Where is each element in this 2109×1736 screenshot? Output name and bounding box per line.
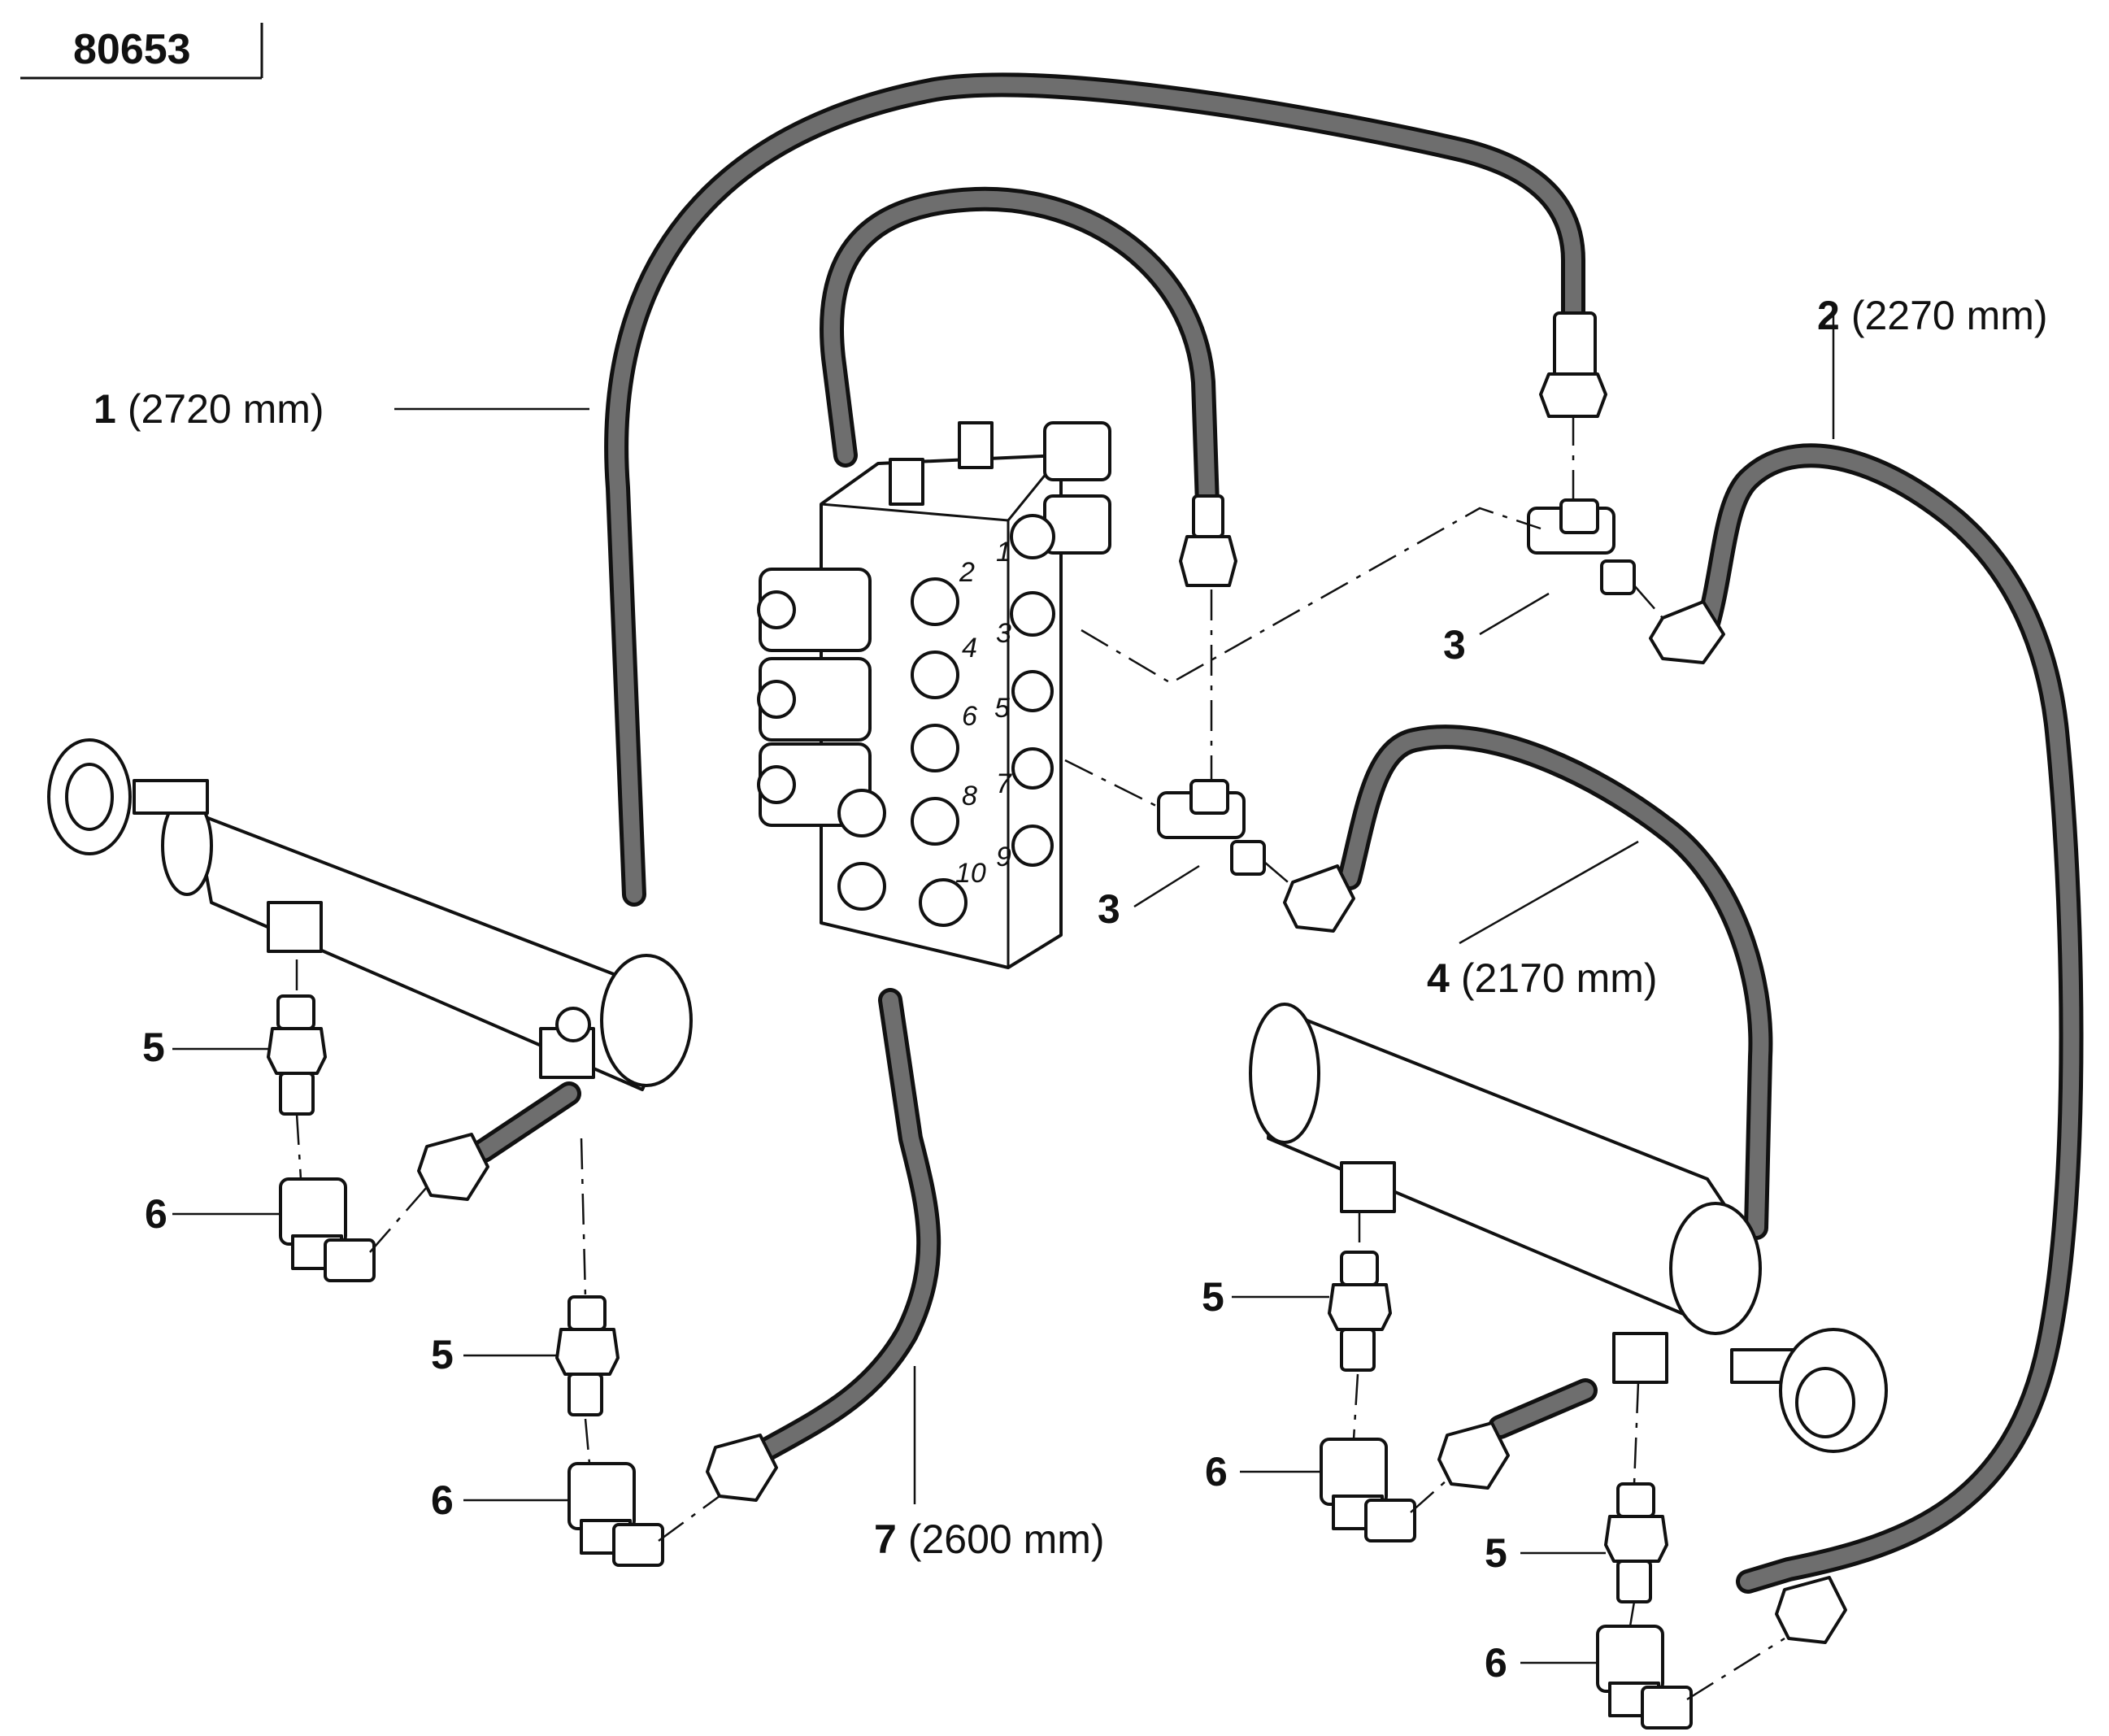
callout-4: 4(2170 mm) [1427,955,1658,1001]
port-label-7: 7 [996,768,1012,799]
assembly-lines [295,415,1785,1701]
callout-6-c: 6 [1205,1449,1228,1495]
callout-2: 2(2270 mm) [1817,293,2048,338]
hose-2 [1695,443,2084,1594]
adapter-5d [1604,1482,1668,1603]
callout-3-lower: 3 [1098,886,1120,932]
elbow-6b [567,1462,664,1567]
elbow-6a [279,1177,376,1282]
port-label-1: 1 [996,537,1011,568]
hose-4 [1337,724,1773,1240]
cylinder-right [1249,1003,1888,1453]
adapter-5c [1328,1251,1392,1372]
drawing-number-box: 80653 [20,23,263,80]
callout-6-d: 6 [1485,1640,1507,1686]
valve-block: 1 2 3 4 5 6 7 8 9 10 [757,421,1111,969]
hose-end-fittings [417,311,1847,1644]
elbow-6c [1320,1438,1416,1542]
port-label-4: 4 [962,633,977,664]
hose-short-right [1488,1378,1598,1439]
port-label-8: 8 [962,781,977,811]
leader-lines [172,311,1835,1664]
elbow-6d [1596,1625,1693,1729]
cylinder-left [47,738,693,1091]
port-label-9: 9 [996,842,1011,872]
callout-5-c: 5 [1202,1274,1224,1320]
adapter-5b [555,1295,620,1416]
port-label-2: 2 [959,557,975,588]
callout-3-upper: 3 [1443,622,1466,668]
port-label-10: 10 [955,858,986,889]
callout-6-b: 6 [431,1477,454,1523]
hose-1 [604,72,1585,907]
tee-fitting-upper [1527,498,1636,595]
port-label-6: 6 [962,701,977,732]
callout-5-d: 5 [1485,1530,1507,1576]
callout-7: 7(2600 mm) [874,1516,1105,1562]
callout-5-b: 5 [431,1332,454,1377]
callout-1: 1(2720 mm) [93,386,324,432]
port-label-5: 5 [994,693,1010,724]
hose-7 [744,988,941,1468]
hose-short-left [472,1081,581,1163]
port-label-3: 3 [996,618,1011,649]
callout-6-a: 6 [145,1191,167,1237]
tee-fitting-lower [1157,779,1266,876]
hose-inner-loop [820,186,1220,516]
drawing-number: 80653 [73,26,191,73]
callout-5-a: 5 [142,1025,165,1070]
adapter-5a [267,994,327,1116]
